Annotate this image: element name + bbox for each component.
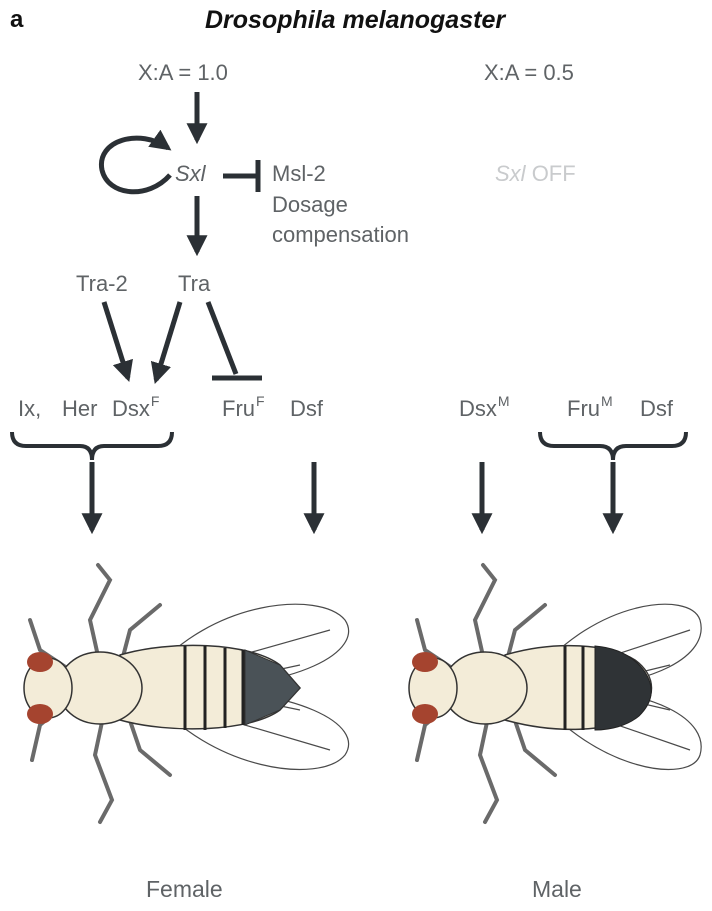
female-abdomen-tip	[245, 650, 300, 725]
brace-female	[12, 432, 172, 460]
male-eye-top	[412, 652, 438, 672]
female-fly-illustration	[0, 560, 360, 850]
female-eye-top	[27, 652, 53, 672]
female-eye-bottom	[27, 704, 53, 724]
brace-male	[540, 432, 686, 460]
inhibit-tra-fruf	[208, 302, 236, 374]
male-eye-bottom	[412, 704, 438, 724]
male-fly-illustration	[395, 560, 712, 850]
sxl-autoregulation-loop	[101, 138, 170, 192]
male-abdomen-tip	[595, 646, 651, 730]
arrow-tra2-to-dsxf	[104, 302, 128, 378]
arrow-tra-to-dsxf	[156, 302, 180, 380]
